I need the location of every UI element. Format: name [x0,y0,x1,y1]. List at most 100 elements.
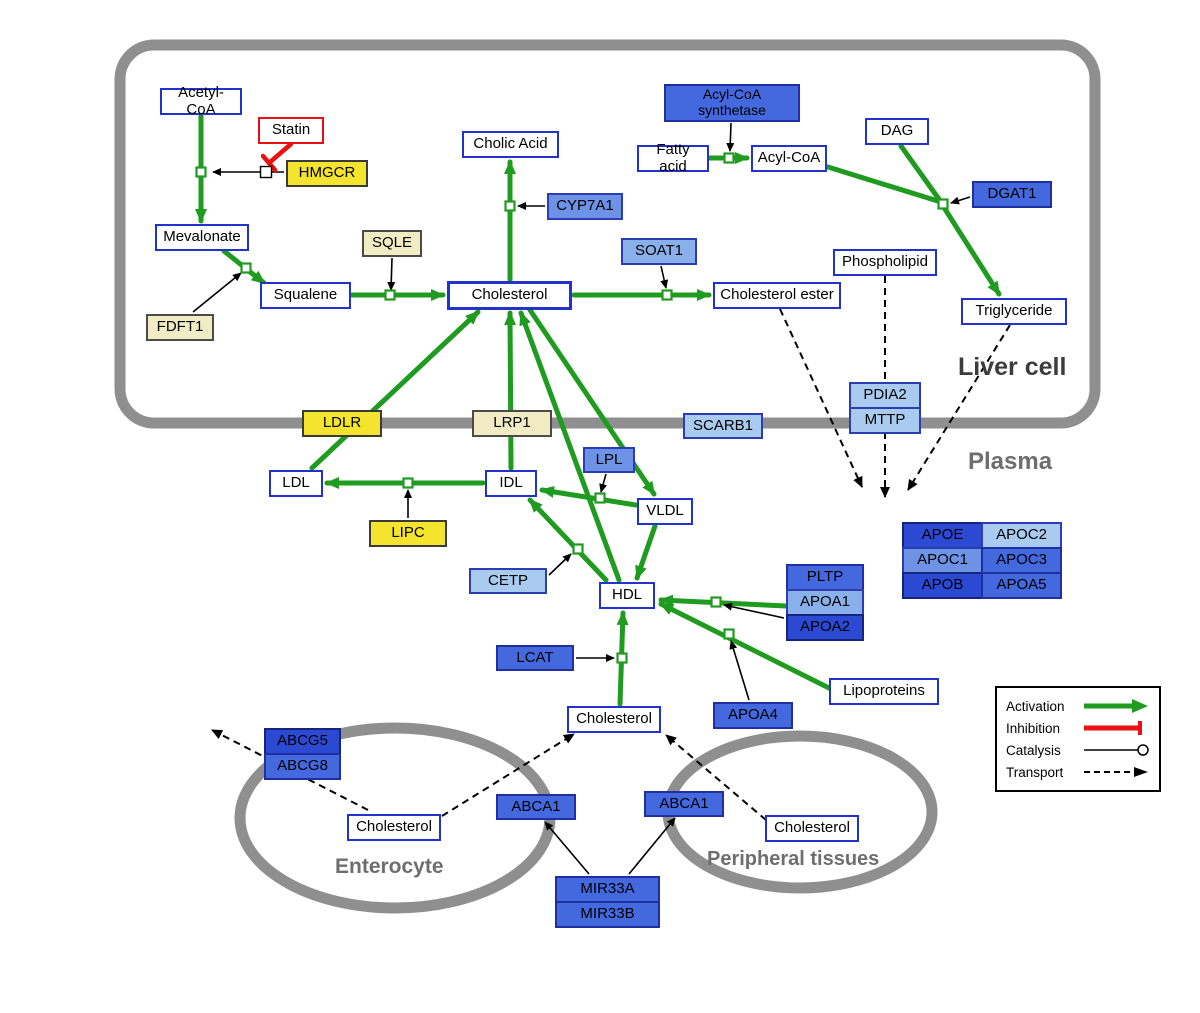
edge-vldl-idl [539,485,639,508]
edge-acylcoa-dgat-node [825,164,944,205]
node-triglyceride[interactable]: Triglyceride [961,298,1067,325]
node-cholesterol-plasma[interactable]: Cholesterol [567,706,661,733]
edge-ldl-cholesterol-via-ldlr [309,309,481,471]
transport-cholesterolester-plasma [779,308,863,488]
arrow-mir33-abca1-left [544,821,590,875]
reaction-node [937,198,949,210]
catalysis-fdft1 [192,272,242,313]
node-abca1-right[interactable]: ABCA1 [644,791,724,817]
node-apoa5[interactable]: APOA5 [981,572,1062,599]
node-abca1-left[interactable]: ABCA1 [496,794,576,820]
node-lrp1[interactable]: LRP1 [472,410,552,437]
node-cholesterol-peripheral[interactable]: Cholesterol [765,815,859,842]
node-idl[interactable]: IDL [485,470,537,497]
catalysis-node-hmgcr [259,165,273,179]
node-lipc[interactable]: LIPC [369,520,447,547]
reaction-node [572,543,584,555]
node-mevalonate[interactable]: Mevalonate [155,224,249,251]
catalysis-apoa4 [729,640,750,701]
node-fdft1[interactable]: FDFT1 [146,314,214,341]
node-mir33a[interactable]: MIR33A [555,876,660,903]
legend-inhibition-label: Inhibition [1006,720,1061,736]
transport-triglyceride-plasma [907,324,1011,491]
reaction-node [195,166,207,178]
node-vldl[interactable]: VLDL [637,498,693,525]
reaction-node [384,289,396,301]
node-hmgcr[interactable]: HMGCR [286,160,368,187]
node-pltp[interactable]: PLTP [786,564,864,591]
node-apoa1[interactable]: APOA1 [786,589,864,616]
node-cholesterol-ester[interactable]: Cholesterol ester [713,282,841,309]
node-acetyl-coa[interactable]: Acetyl-CoA [160,84,242,117]
peripheral-tissues-label: Peripheral tissues [707,848,880,870]
node-fatty-acid[interactable]: Fatty acid [637,141,709,174]
inhibition-statin-tbar [260,153,278,173]
node-hdl[interactable]: HDL [599,582,655,609]
node-cyp7a1[interactable]: CYP7A1 [547,193,623,220]
reaction-node [504,200,516,212]
node-acyl-coa-synthetase[interactable]: Acyl-CoA synthetase [664,84,800,122]
node-dag[interactable]: DAG [865,118,929,145]
edge-idl-cholesterol-via-lrp1 [504,310,517,471]
node-cholic-acid[interactable]: Cholic Acid [462,131,559,158]
node-dgat1[interactable]: DGAT1 [972,181,1052,208]
node-scarb1[interactable]: SCARB1 [683,413,763,439]
node-apoe[interactable]: APOE [902,522,983,549]
node-cholesterol-liver[interactable]: Cholesterol [447,281,572,310]
activation-arrow-icon [1084,699,1148,713]
catalysis-dgat1 [950,196,971,205]
node-statin[interactable]: Statin [258,117,324,144]
edge-hdl-cholesterol [518,310,622,583]
node-abcg5[interactable]: ABCG5 [264,728,341,755]
node-cetp[interactable]: CETP [469,568,547,594]
node-cholesterol-enterocyte[interactable]: Cholesterol [347,814,441,841]
inhibition-statin-line [266,141,294,166]
node-ldlr[interactable]: LDLR [302,410,382,437]
liver-cell-membrane [114,39,1101,429]
node-lcat[interactable]: LCAT [496,645,574,671]
node-squalene[interactable]: Squalene [260,282,351,309]
node-apoa4[interactable]: APOA4 [713,702,793,729]
legend-row-activation: Activation [1006,695,1150,717]
inhibition-tbar-icon [1084,721,1142,735]
arrow-mir33-abca1-right [628,817,676,875]
node-sqle[interactable]: SQLE [362,230,422,257]
transport-peripheral-to-plasma-cholesterol [665,734,767,821]
node-apoa2[interactable]: APOA2 [786,614,864,641]
node-soat1[interactable]: SOAT1 [621,238,697,265]
node-apoc2[interactable]: APOC2 [981,522,1062,549]
reaction-node [661,289,673,301]
legend-catalysis-label: Catalysis [1006,742,1061,758]
reaction-node [723,628,735,640]
edge-vldl-hdl [634,523,658,581]
node-acyl-coa[interactable]: Acyl-CoA [751,145,827,172]
node-phospholipid[interactable]: Phospholipid [833,249,937,276]
edge-lipoproteins-hdl [658,601,834,692]
catalysis-soat1 [660,265,669,289]
catalysis-cetp [548,553,572,576]
reaction-node [240,262,252,274]
edge-dgatnode-triglyceride [940,203,1002,297]
node-mttp[interactable]: MTTP [849,407,921,434]
node-mir33b[interactable]: MIR33B [555,901,660,928]
catalysis-circle-icon [1084,744,1149,756]
node-apob[interactable]: APOB [902,572,983,599]
node-lpl[interactable]: LPL [583,447,635,473]
node-abcg8[interactable]: ABCG8 [264,753,341,780]
transport-enterocyte-to-plasma-cholesterol [441,733,575,817]
node-lipoproteins[interactable]: Lipoproteins [829,678,939,705]
node-apoc3[interactable]: APOC3 [981,547,1062,574]
reaction-node [723,152,735,164]
node-ldl[interactable]: LDL [269,470,323,497]
node-apoc1[interactable]: APOC1 [902,547,983,574]
edge-hdl-idl-cetp [527,497,609,583]
legend-row-transport: Transport [1006,761,1150,783]
catalysis-apoa-stack [723,602,785,619]
transport-dashed-arrow-icon [1084,767,1148,777]
reaction-node [402,477,414,489]
legend-row-inhibition: Inhibition [1006,717,1150,739]
legend-row-catalysis: Catalysis [1006,739,1150,761]
node-pdia2[interactable]: PDIA2 [849,382,921,409]
